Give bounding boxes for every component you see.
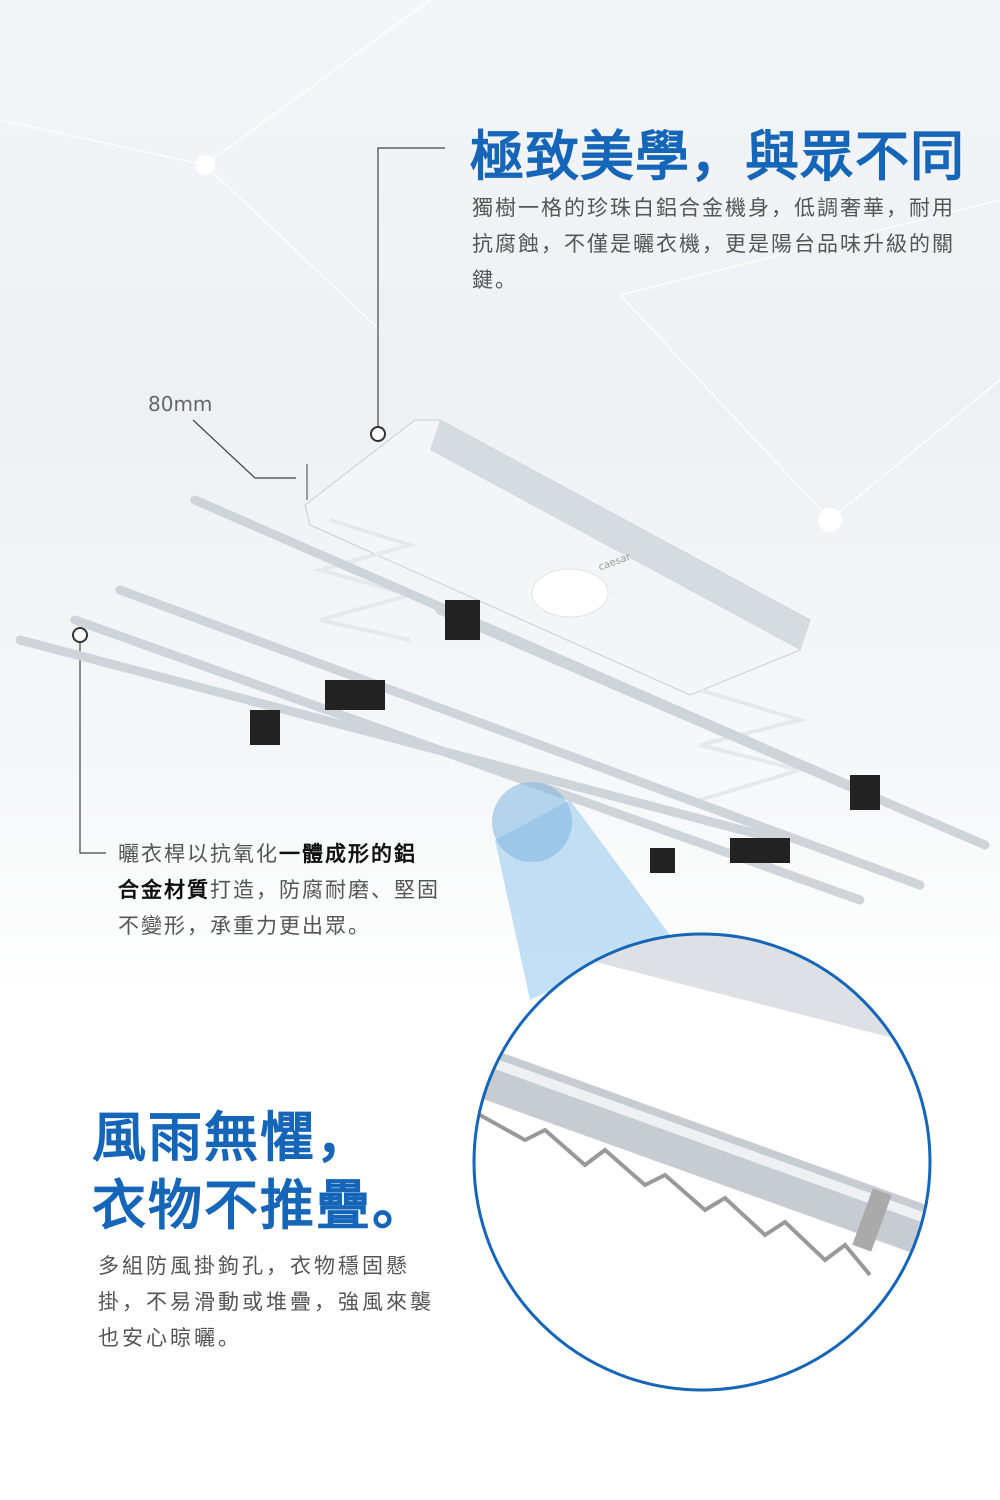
scissor-arms [312, 518, 808, 802]
section3-title: 風雨無懼，衣物不推疊。 [92, 1104, 428, 1240]
body-text: 曬衣桿以抗氧化 [118, 842, 279, 866]
network-node [818, 508, 842, 532]
leader-dot [72, 627, 88, 643]
body-text: 打造，防腐耐磨、堅固不變形，承重力更出眾。 [118, 878, 440, 938]
body-bold: 一體成形的鋁 [279, 842, 417, 866]
network-lines [0, 0, 1000, 521]
leader-line [79, 640, 106, 854]
leader-dot [370, 426, 386, 442]
section1-body: 獨樹一格的珍珠白鋁合金機身，低調奢華，耐用抗腐蝕，不僅是曬衣機，更是陽台品味升級… [472, 196, 955, 292]
detail-circle-border [472, 932, 932, 1392]
body-bold: 合金材質 [118, 878, 210, 902]
title-line: 風雨無懼， [92, 1106, 372, 1169]
section3-body: 多組防風掛鉤孔，衣物穩固懸掛，不易滑動或堆疊，強風來襲也安心晾曬。 [98, 1254, 434, 1350]
dimension-pointer [192, 419, 296, 479]
network-node [195, 155, 215, 175]
drying-rods [15, 495, 990, 905]
device-side [430, 420, 810, 650]
dimension-label: 80mm [148, 392, 213, 416]
section1-title: 極致美學，與眾不同 [470, 125, 965, 188]
zoom-source [492, 782, 572, 862]
leader-line [377, 147, 445, 428]
light-icon [531, 568, 609, 618]
title-line: 衣物不推疊。 [92, 1174, 428, 1237]
section2-body: 曬衣桿以抗氧化一體成形的鋁合金材質打造，防腐耐磨、堅固不變形，承重力更出眾。 [118, 836, 448, 944]
rod-connectors [250, 600, 880, 873]
